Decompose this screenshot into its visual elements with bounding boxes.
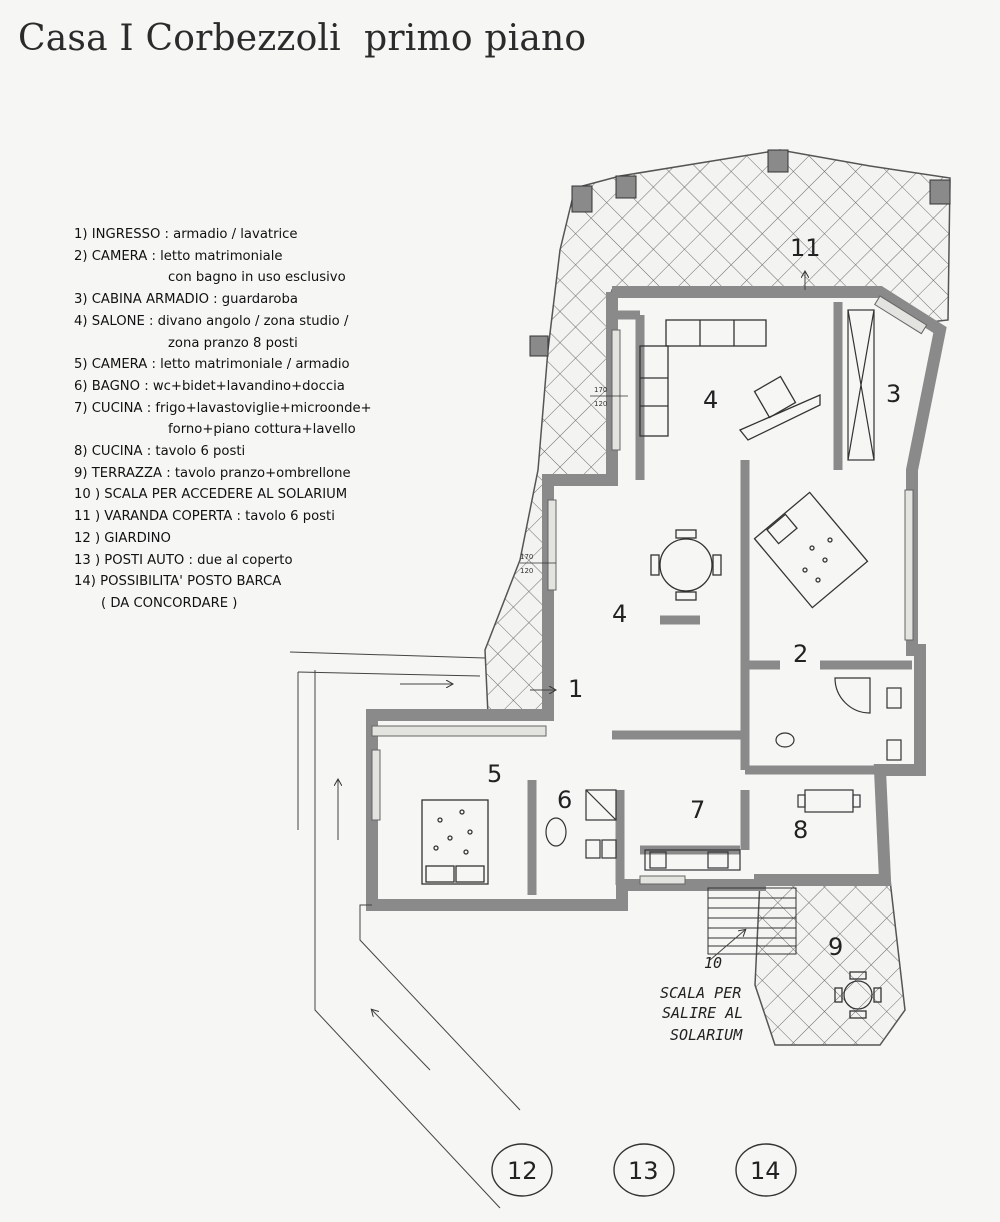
kitchen-units — [644, 789, 861, 871]
veranda-hatched-area — [484, 149, 951, 716]
legend-item: ( DA CONCORDARE ) — [101, 595, 238, 611]
dim-width-label: 170 — [594, 386, 607, 394]
double-bed-room5 — [421, 799, 489, 885]
double-bed-room2 — [753, 491, 869, 609]
room-label-5: 5 — [487, 760, 502, 788]
legend-item: 1) INGRESSO : armadio / lavatrice — [74, 227, 298, 242]
legend-item: 9) TERRAZZA : tavolo pranzo+ombrellone — [74, 465, 351, 481]
veranda-pillars — [529, 149, 951, 357]
legend-item: 11 ) VARANDA COPERTA : tavolo 6 posti — [74, 509, 335, 525]
legend-item: 13 ) POSTI AUTO : due al coperto — [74, 552, 293, 568]
door-dimension-side: 170 120 — [520, 553, 556, 575]
page-title: Casa I Corbezzoli primo piano — [18, 18, 587, 59]
door-dimension-top: 170 120 — [590, 386, 628, 408]
legend-item: 4) SALONE : divano angolo / zona studio … — [74, 313, 349, 329]
circled-number-14: 14 — [735, 1143, 797, 1197]
legend-item: 14) POSSIBILITA' POSTO BARCA — [74, 574, 282, 590]
room-label-8: 8 — [793, 816, 808, 844]
room-label-1: 1 — [568, 675, 583, 703]
room-legend: 1) INGRESSO : armadio / lavatrice 2) CAME… — [74, 224, 474, 615]
corner-sofa — [639, 319, 767, 437]
legend-item: forno+piano cottura+lavello — [168, 422, 356, 438]
stair-note-line-3: SOLARIUM — [670, 1026, 743, 1044]
dining-table — [650, 529, 722, 601]
legend-item: 7) CUCINA : frigo+lavastoviglie+microond… — [74, 400, 372, 416]
dim-height-label: 120 — [520, 567, 533, 575]
circled-number-text: 13 — [628, 1157, 659, 1185]
room-label-7: 7 — [690, 796, 705, 824]
driveway-lines — [289, 272, 805, 1209]
room-label-4-salone: 4 — [703, 386, 718, 414]
room-label-6: 6 — [557, 786, 572, 814]
terrace-table — [834, 971, 882, 1019]
legend-item: 2) CAMERA : letto matrimoniale — [74, 248, 283, 264]
stair-note-line-2: SALIRE AL — [662, 1004, 743, 1022]
terrace-hatched-area — [754, 879, 906, 1046]
room-label-11: 11 — [790, 234, 821, 262]
dim-width-label: 170 — [520, 553, 533, 561]
legend-item: 10 ) SCALA PER ACCEDERE AL SOLARIUM — [74, 487, 348, 503]
main-walls — [366, 286, 947, 911]
legend-item: con bagno in uso esclusivo — [168, 270, 346, 286]
circled-number-text: 12 — [507, 1157, 538, 1185]
window-bands — [371, 295, 928, 885]
legend-item: 6) BAGNO : wc+bidet+lavandino+doccia — [74, 378, 345, 394]
stair-note-line-1: SCALA PER — [660, 984, 741, 1002]
ensuite-fixtures — [775, 677, 902, 761]
room-label-4-dining: 4 — [612, 600, 627, 628]
legend-item: 5) CAMERA : letto matrimoniale / armadio — [74, 357, 350, 373]
solarium-stairs — [707, 887, 797, 955]
room-label-2: 2 — [793, 640, 808, 668]
room-label-9: 9 — [828, 933, 843, 961]
dim-height-label: 120 — [594, 400, 607, 408]
bathroom-fixtures — [545, 789, 617, 859]
stair-number-label: 10 — [704, 954, 722, 972]
wardrobe-closet — [847, 309, 875, 461]
room-label-3: 3 — [886, 380, 901, 408]
study-desk — [738, 375, 821, 441]
legend-item: 8) CUCINA : tavolo 6 posti — [74, 444, 246, 460]
circled-number-13: 13 — [613, 1143, 675, 1197]
legend-item: 12 ) GIARDINO — [74, 530, 171, 546]
circled-number-text: 14 — [750, 1157, 781, 1185]
legend-item: 3) CABINA ARMADIO : guardaroba — [74, 292, 298, 308]
legend-item: zona pranzo 8 posti — [168, 335, 298, 351]
circled-number-12: 12 — [491, 1143, 553, 1197]
